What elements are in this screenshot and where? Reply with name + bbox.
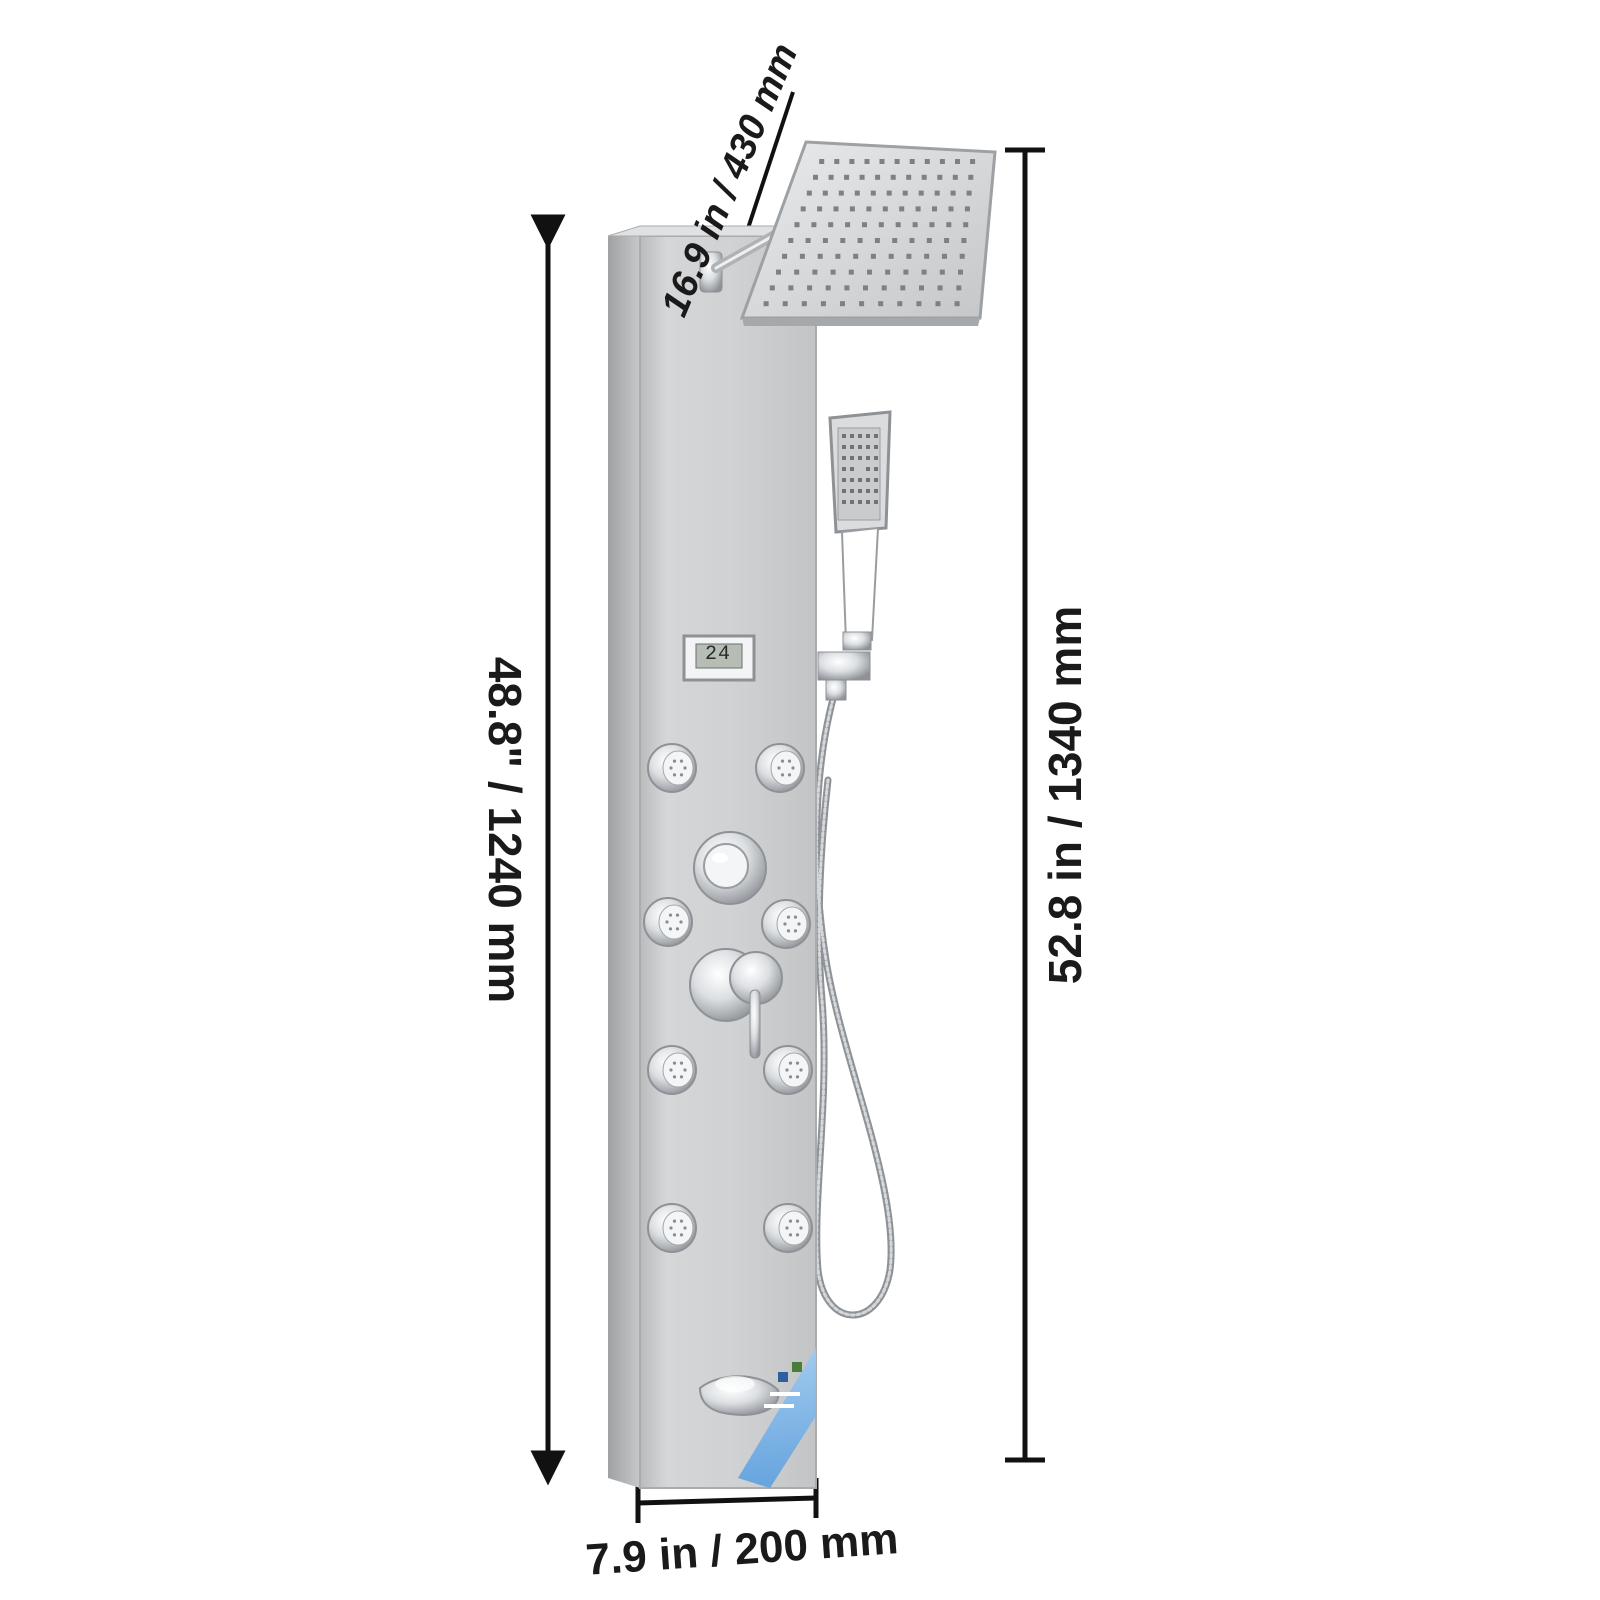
handheld-shower-icon bbox=[828, 410, 892, 651]
body-jet-icon bbox=[755, 743, 805, 793]
total-height-dimension-line bbox=[1005, 147, 1045, 1463]
body-jet-icon bbox=[647, 1203, 697, 1253]
diverter-lever-icon bbox=[689, 948, 783, 1059]
total-height-label: 52.8 in / 1340 mm bbox=[1039, 605, 1091, 985]
lcd-thermometer-icon bbox=[682, 634, 756, 682]
tub-spout-icon bbox=[698, 1375, 780, 1416]
panel-height-label: 48.8" / 1240 mm bbox=[479, 656, 531, 1004]
body-jet-icon bbox=[763, 1203, 813, 1253]
panel-side-face bbox=[608, 236, 640, 1488]
body-jet-icon bbox=[647, 1045, 697, 1095]
body-jet-icon bbox=[761, 899, 811, 949]
shower-arm bbox=[699, 227, 785, 293]
shower-panel-body bbox=[639, 235, 817, 1489]
body-jet-icon bbox=[647, 743, 697, 793]
lcd-temperature-reading: 24 bbox=[704, 643, 732, 666]
body-jet-icon bbox=[643, 897, 693, 947]
thermostat-knob-icon bbox=[693, 831, 767, 905]
handheld-holder bbox=[817, 651, 871, 701]
rain-showerhead-icon bbox=[739, 140, 997, 326]
product-label-sticker bbox=[738, 1348, 816, 1488]
body-jet-icon bbox=[763, 1045, 813, 1095]
